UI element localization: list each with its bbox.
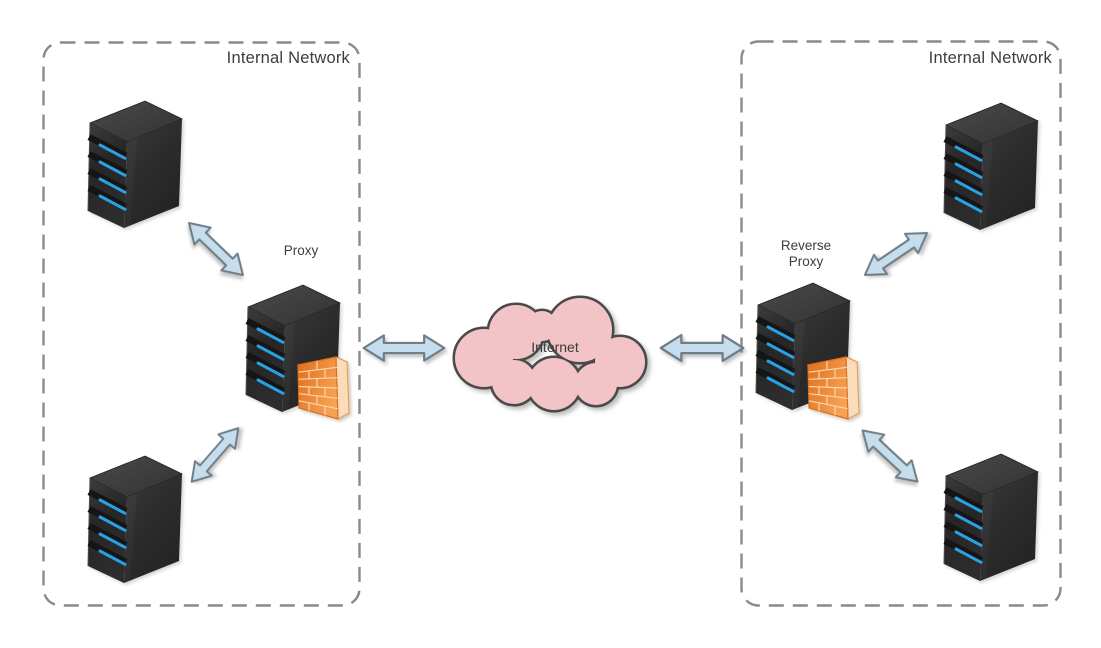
right-network-label: Internal Network xyxy=(928,49,1052,67)
left-top-server-icon xyxy=(85,99,185,229)
reverse-proxy-firewall-icon xyxy=(807,355,865,421)
proxy-label: Proxy xyxy=(283,243,319,258)
right-top-server-icon xyxy=(941,101,1041,231)
left-bottom-server-icon xyxy=(85,454,185,584)
internet-reverse-proxy-double-arrow-icon xyxy=(659,333,745,363)
proxy-internet-double-arrow-icon xyxy=(362,333,446,363)
reverse-proxy-label: Reverse Proxy xyxy=(780,238,832,269)
right-network-boundary xyxy=(740,40,1062,607)
internet-cloud-icon xyxy=(452,295,648,413)
right-bottom-server-icon xyxy=(941,452,1041,582)
left-network-label: Internal Network xyxy=(226,49,350,67)
proxy-firewall-icon xyxy=(297,355,355,421)
internet-label: Internet xyxy=(531,339,579,355)
